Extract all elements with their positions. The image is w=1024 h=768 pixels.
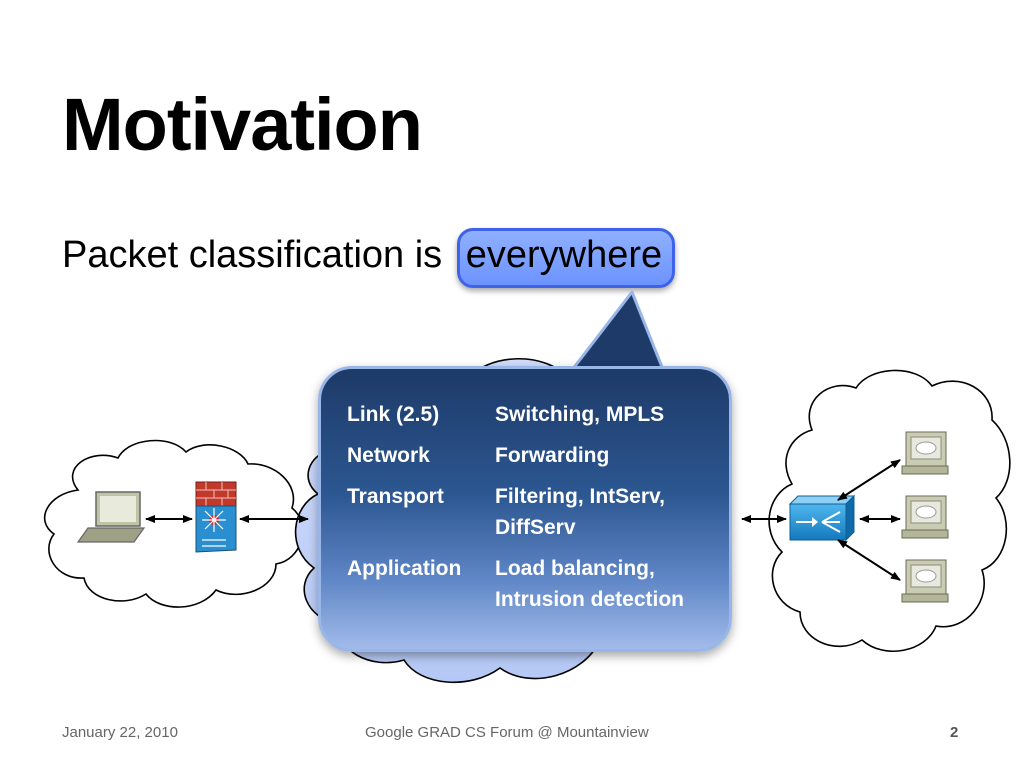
layer-label: Transport [347,485,444,508]
slide-title: Motivation [62,83,423,166]
server-icon [901,559,949,603]
subtitle: Packet classification is everywhere [62,228,676,288]
callout-row: Transport Filtering, IntServ, DiffServ [347,481,729,543]
layer-label: Link (2.5) [347,403,440,426]
laptop-icon [76,491,146,543]
callout-row: Link (2.5) Switching, MPLS [347,399,729,430]
server-icon [901,431,949,475]
subtitle-highlight: everywhere [456,228,676,288]
footer-date: January 22, 2010 [62,724,178,741]
callout-pointer [570,290,666,374]
layer-function: Filtering, IntServ, DiffServ [495,485,665,539]
server-icon [901,495,949,539]
layer-label: Application [347,557,462,580]
layer-label: Network [347,444,430,467]
left-cloud [43,439,304,608]
link-arrows [145,459,901,581]
layer-function: Forwarding [495,444,610,467]
subtitle-prefix: Packet classification is [62,234,453,276]
layer-function: Load balancing, Intrusion detection [495,557,684,611]
footer-event: Google GRAD CS Forum @ Mountainview [365,724,649,741]
page-number: 2 [950,724,959,741]
firewall-icon [195,481,237,553]
load-balancer-icon [788,494,856,542]
right-cloud [768,369,1011,652]
layer-function: Switching, MPLS [495,403,665,426]
callout-row: Application Load balancing, Intrusion de… [347,553,729,615]
callout-box: Link (2.5) Switching, MPLS Network Forwa… [318,366,732,652]
callout-row: Network Forwarding [347,440,729,471]
